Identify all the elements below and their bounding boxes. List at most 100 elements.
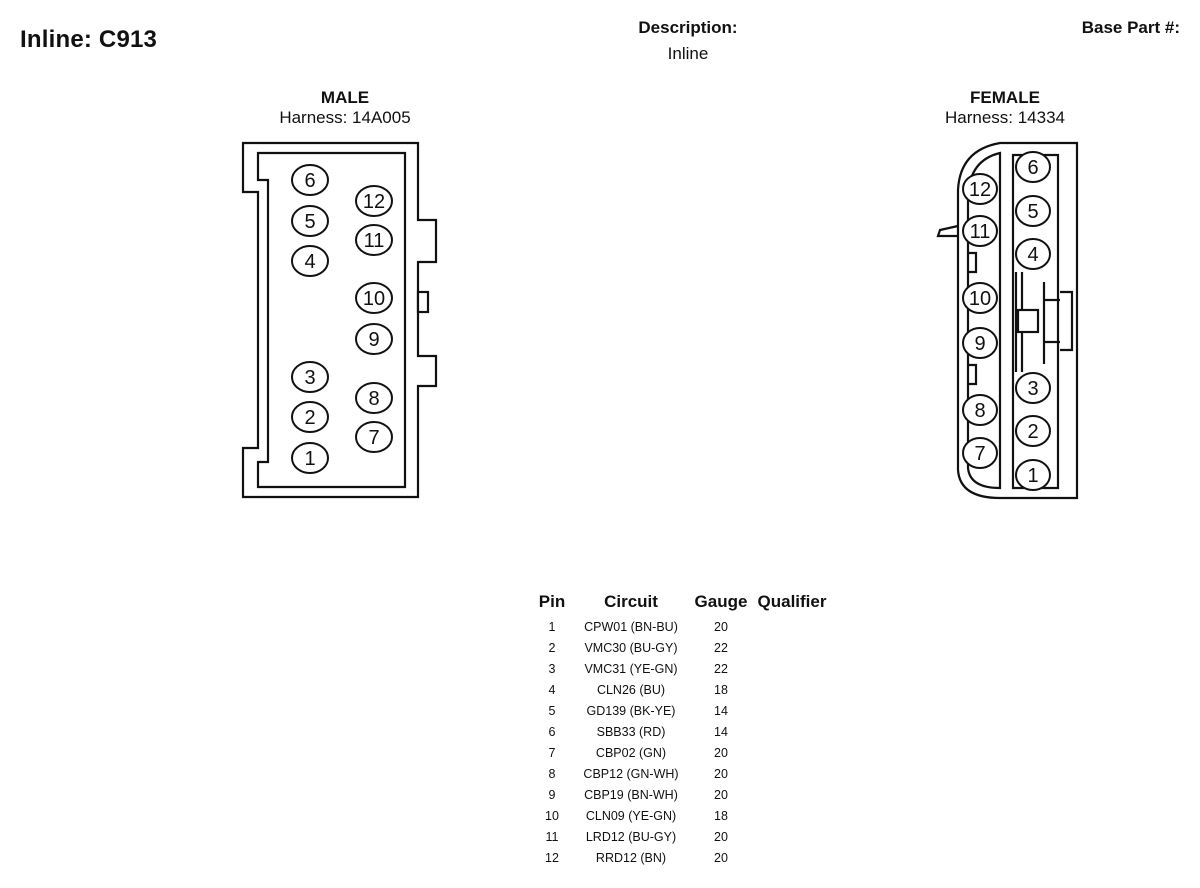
male-pin-10-label: 10	[363, 288, 385, 310]
female-latch	[1042, 282, 1074, 364]
female-pin-6-label: 6	[1027, 157, 1038, 179]
gauge-cell: 18	[714, 682, 728, 697]
female-pin-9-circle	[962, 327, 998, 359]
pin-cell: 3	[548, 661, 556, 676]
male-pin-8-circle	[355, 382, 393, 414]
pin-cell: 1	[548, 619, 556, 634]
female-pin-1-label: 1	[1027, 465, 1038, 487]
circuit-cell: CBP02 (GN)	[595, 745, 667, 760]
qualifier-cell	[752, 763, 832, 784]
gauge-cell: 14	[714, 724, 728, 739]
male-pin-1-label: 1	[304, 448, 315, 470]
male-pin-4-circle	[291, 245, 329, 277]
base-part-label: Base Part #:	[1081, 18, 1180, 37]
male-latch-tab	[416, 290, 430, 314]
circuit-column-header: Circuit	[604, 592, 658, 611]
male-pin-11-label: 11	[364, 230, 385, 252]
male-pin-8-label: 8	[368, 388, 379, 410]
qualifier-cell	[752, 616, 832, 637]
female-pin-8-label: 8	[974, 400, 985, 422]
male-connector-heading: MALE Harness: 14A005	[225, 87, 465, 128]
qualifier-cell	[752, 637, 832, 658]
male-connector-outer	[241, 141, 438, 499]
female-pin-8-circle	[962, 394, 998, 426]
female-connector-heading: FEMALE Harness: 14334	[885, 87, 1125, 128]
table-row: 11 LRD12 (BU-GY) 20	[532, 826, 832, 847]
table-row: 6 SBB33 (RD) 14	[532, 721, 832, 742]
female-pin-4-label: 4	[1027, 244, 1038, 266]
gauge-cell: 20	[714, 829, 728, 844]
female-pin-3-circle	[1015, 372, 1051, 404]
male-pin-9-circle	[355, 323, 393, 355]
circuit-cell: CBP12 (GN-WH)	[583, 766, 679, 781]
gauge-cell: 22	[714, 661, 728, 676]
gauge-cell: 18	[714, 808, 728, 823]
male-pin-3-circle	[291, 361, 329, 393]
female-label: FEMALE	[970, 88, 1040, 107]
female-pin-10-label: 10	[969, 288, 991, 310]
pin-cell: 6	[548, 724, 556, 739]
pin-cell: 12	[545, 850, 559, 865]
male-label: MALE	[320, 88, 370, 107]
qualifier-cell	[752, 784, 832, 805]
female-notch-upper	[968, 251, 978, 274]
female-pin-1-circle	[1015, 459, 1051, 491]
circuit-cell: CLN26 (BU)	[596, 682, 666, 697]
description-value: Inline	[667, 44, 709, 63]
male-pin-10-circle	[355, 282, 393, 314]
gauge-cell: 20	[714, 619, 728, 634]
female-wing-left	[936, 224, 959, 238]
female-pin-2-label: 2	[1027, 421, 1038, 443]
pin-cell: 11	[545, 829, 559, 844]
male-pin-9-label: 9	[368, 329, 379, 351]
male-pin-6-label: 6	[304, 170, 315, 192]
male-pin-1-circle	[291, 442, 329, 474]
description-label: Description:	[638, 18, 738, 37]
male-pin-2-label: 2	[304, 407, 315, 429]
pin-cell: 5	[548, 703, 556, 718]
female-pin-11-circle	[962, 215, 998, 247]
circuit-cell: CLN09 (YE-GN)	[585, 808, 677, 823]
female-pin-7-circle	[962, 437, 998, 469]
male-pin-5-label: 5	[304, 211, 315, 233]
qualifier-cell	[752, 847, 832, 868]
female-pin-2-circle	[1015, 415, 1051, 447]
pin-cell: 8	[548, 766, 556, 781]
gauge-cell: 20	[714, 850, 728, 865]
pin-cell: 9	[548, 787, 556, 802]
male-pin-6-circle	[291, 164, 329, 196]
circuit-cell: VMC31 (YE-GN)	[584, 661, 678, 676]
female-connector-shell	[966, 151, 1002, 490]
male-pin-3-label: 3	[304, 367, 315, 389]
pin-cell: 7	[548, 745, 556, 760]
male-pin-7-label: 7	[368, 427, 379, 449]
pin-cell: 4	[548, 682, 556, 697]
female-pin-5-label: 5	[1027, 201, 1038, 223]
female-pin-7-label: 7	[974, 443, 985, 465]
table-row: 4 CLN26 (BU) 18	[532, 679, 832, 700]
circuit-cell: LRD12 (BU-GY)	[585, 829, 677, 844]
circuit-cell: SBB33 (RD)	[596, 724, 666, 739]
qualifier-cell	[752, 679, 832, 700]
male-pin-2-circle	[291, 401, 329, 433]
circuit-cell: VMC30 (BU-GY)	[584, 640, 678, 655]
gauge-cell: 14	[714, 703, 728, 718]
circuit-cell: GD139 (BK-YE)	[586, 703, 676, 718]
pin-column-header: Pin	[538, 592, 566, 611]
female-pin-3-label: 3	[1027, 378, 1038, 400]
qualifier-cell	[752, 742, 832, 763]
qualifier-cell	[752, 826, 832, 847]
female-lock-square	[1016, 308, 1040, 334]
male-pin-12-label: 12	[363, 191, 385, 213]
table-header-row: Pin Circuit Gauge Qualifier	[532, 592, 832, 616]
